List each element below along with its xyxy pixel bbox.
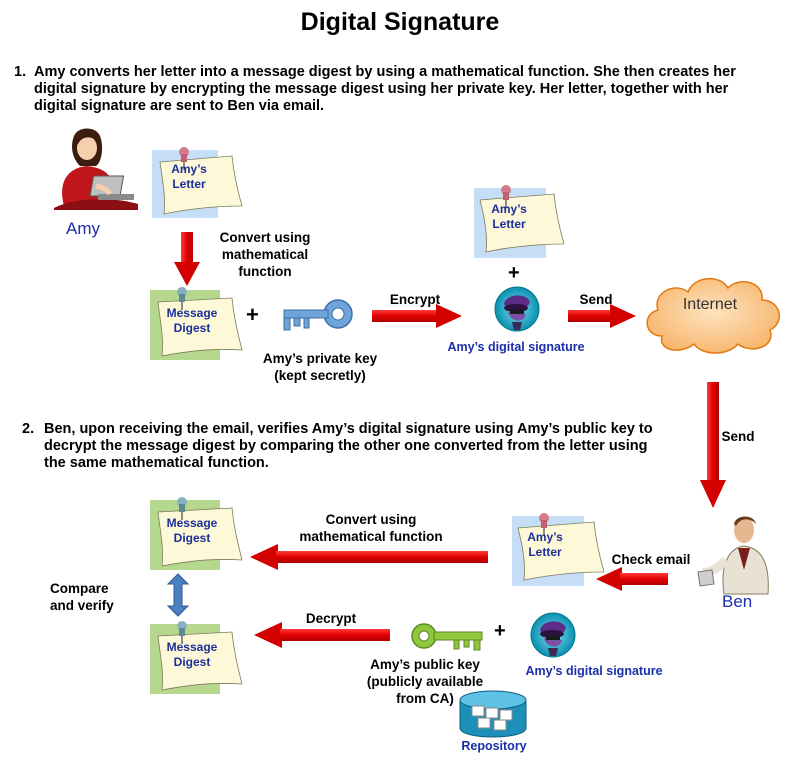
step-2-description: 2. Ben, upon receiving the email, verifi… [22, 421, 672, 472]
private-key-label: Amy’s private key (kept secretly) [262, 351, 378, 383]
check-email-label: Check email [611, 552, 691, 567]
pinned-digest-icon [150, 497, 243, 570]
repository-label: Repository [461, 739, 527, 753]
man-at-computer-icon [697, 516, 769, 595]
encrypt-arrow [372, 304, 462, 328]
plus-sign-top-middle: + [508, 262, 520, 284]
message-digest-compare-top: Message Digest [150, 496, 243, 572]
message-digest-compare-bottom: Message Digest [150, 620, 243, 696]
step-2-text: Ben, upon receiving the email, verifies … [44, 421, 653, 471]
pinned-letter-icon [512, 513, 605, 586]
ben-label: Ben [722, 592, 753, 611]
step-1-text: Amy converts her letter into a message d… [34, 64, 736, 114]
digital-signature-icon [494, 286, 540, 332]
convert-label-bottom: Convert using mathematical function [299, 512, 443, 544]
public-key-icon [411, 623, 483, 651]
convert-left-arrow [250, 544, 488, 570]
message-digest-compare-top-label: Message Digest [166, 516, 218, 545]
amys-letter-top: Amy’s Letter [152, 146, 243, 218]
compare-verify-label: Compare and verify [50, 581, 114, 613]
message-digest-compare-bottom-label: Message Digest [166, 640, 218, 669]
encrypt-label: Encrypt [389, 292, 441, 307]
amys-letter-bottom-label: Amy’s Letter [527, 530, 563, 559]
convert-label-top: Convert using mathematical function [219, 230, 311, 279]
decrypt-label: Decrypt [305, 611, 357, 626]
ben-figure [697, 514, 782, 596]
repository-database-icon [459, 690, 527, 738]
amys-letter-bottom: Amy’s Letter [512, 512, 605, 586]
digital-signature-top-label: Amy’s digital signature [447, 340, 585, 354]
pinned-digest-icon [150, 287, 243, 360]
pinned-letter-icon [474, 185, 565, 258]
check-email-arrow [596, 567, 668, 591]
message-digest-top-label: Message Digest [166, 306, 218, 335]
step-2-number: 2. [22, 421, 35, 437]
amys-letter-middle-label: Amy’s Letter [491, 202, 527, 231]
step-1-number: 1. [14, 64, 27, 80]
pinned-digest-icon [150, 621, 243, 694]
decrypt-left-arrow [254, 622, 390, 648]
send-right-arrow [568, 304, 636, 328]
plus-sign-bottom: + [494, 620, 506, 642]
internet-label: Internet [682, 296, 738, 313]
send-down-label: Send [721, 429, 755, 444]
step-1-description: 1. Amy converts her letter into a messag… [14, 64, 774, 115]
message-digest-top: Message Digest [150, 286, 243, 362]
internet-cloud-icon [646, 278, 780, 354]
send-right-label: Send [579, 292, 613, 307]
digital-signature-bottom-label: Amy’s digital signature [525, 664, 663, 678]
private-key-icon [283, 299, 353, 331]
convert-down-arrow [174, 232, 200, 286]
compare-double-arrow [166, 573, 190, 617]
page-title: Digital Signature [300, 8, 500, 36]
digital-signature-icon [530, 612, 576, 658]
amys-letter-top-label: Amy’s Letter [171, 162, 207, 191]
plus-sign-top-left: + [246, 302, 259, 327]
amy-label: Amy [66, 219, 100, 238]
pinned-letter-icon [152, 147, 243, 218]
amy-figure [52, 128, 142, 210]
amys-letter-middle: Amy’s Letter [474, 184, 565, 258]
send-down-arrow [700, 382, 726, 508]
woman-with-laptop-icon [54, 128, 138, 210]
public-key-label: Amy’s public key (publicly available fro… [366, 657, 484, 706]
